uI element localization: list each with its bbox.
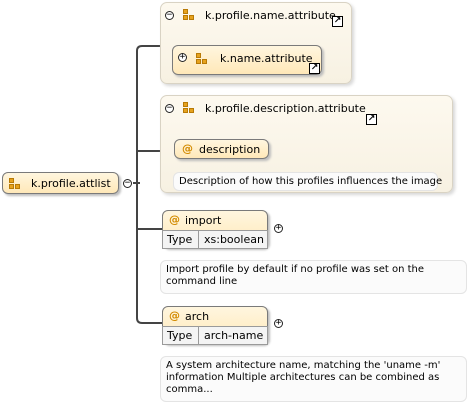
root-collapse-toggle[interactable]: − xyxy=(123,178,132,188)
type-value: arch-name xyxy=(204,329,264,342)
description-attribute-node[interactable]: @ description xyxy=(174,139,269,159)
description-attribute-label: description xyxy=(199,143,261,156)
name-attribute-ref-node[interactable]: k.name.attribute ↗ xyxy=(172,45,322,75)
name-attribute-ref-label: k.name.attribute xyxy=(220,52,313,65)
reference-link-icon[interactable]: ↗ xyxy=(309,63,320,74)
attribute-at-icon: @ xyxy=(169,213,180,226)
attribute-at-icon: @ xyxy=(169,309,180,322)
import-attribute-node[interactable]: @ import Type xs:boolean xyxy=(162,210,268,249)
reference-link-icon[interactable]: ↗ xyxy=(366,114,377,125)
element-group-icon xyxy=(9,178,23,190)
reference-link-icon[interactable]: ↗ xyxy=(332,16,343,27)
description-group-collapse-toggle[interactable]: − xyxy=(165,103,174,113)
type-key: Type xyxy=(163,231,199,248)
element-group-icon xyxy=(183,9,197,21)
name-group-ref-label: k.profile.name.attribute xyxy=(205,9,336,22)
import-expand-toggle[interactable]: + xyxy=(274,223,283,233)
root-element-label: k.profile.attlist xyxy=(31,177,111,190)
element-group-icon xyxy=(196,53,210,65)
import-type-row: Type xs:boolean xyxy=(162,230,268,249)
arch-expand-toggle[interactable]: + xyxy=(274,318,283,328)
arch-type-row: Type arch-name xyxy=(162,326,268,345)
root-element-node[interactable]: k.profile.attlist xyxy=(2,172,119,194)
import-attribute-label: import xyxy=(185,214,222,227)
arch-attribute-label: arch xyxy=(185,310,210,323)
type-value: xs:boolean xyxy=(204,233,264,246)
import-documentation: Import profile by default if no profile … xyxy=(160,260,467,294)
arch-attribute-node[interactable]: @ arch Type arch-name xyxy=(162,306,268,345)
element-group-icon xyxy=(183,102,197,114)
name-group-collapse-toggle[interactable]: − xyxy=(165,10,174,20)
attribute-at-icon: @ xyxy=(182,142,193,155)
type-key: Type xyxy=(163,327,199,344)
arch-documentation: A system architecture name, matching the… xyxy=(160,356,467,402)
name-ref-expand-toggle[interactable]: + xyxy=(178,52,187,62)
description-documentation: Description of how this profiles influen… xyxy=(173,172,442,191)
description-group-ref-label: k.profile.description.attribute xyxy=(205,102,366,115)
